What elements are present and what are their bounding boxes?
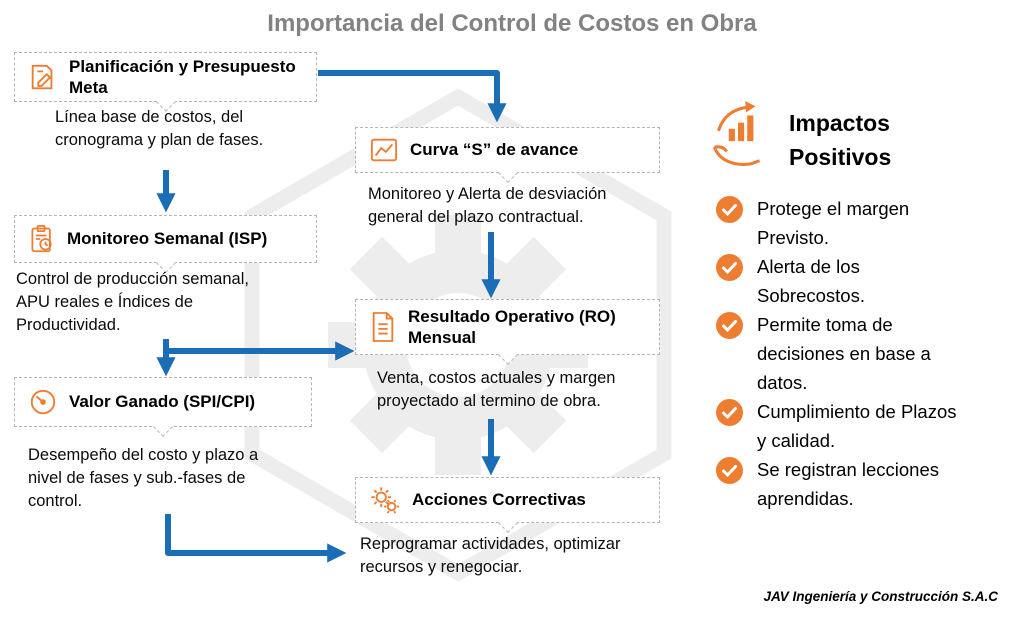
impact-item: Se registran lecciones aprendidas. xyxy=(716,455,1006,513)
flow-box-title: Monitoreo Semanal (ISP) xyxy=(67,229,268,249)
check-icon xyxy=(716,399,743,431)
flow-box-valor-ganado: Valor Ganado (SPI/CPI) xyxy=(14,377,312,427)
flow-box-title: Planificación y Presupuesto Meta xyxy=(69,56,296,97)
report-document-icon xyxy=(369,311,397,343)
flow-box-title: Acciones Correctivas xyxy=(412,490,586,510)
impact-text: Alerta de los Sobrecostos. xyxy=(757,256,865,306)
impact-item: Permite toma de decisiones en base a dat… xyxy=(716,310,1006,397)
impact-text: Protege el margen Previsto. xyxy=(757,198,910,248)
flow-box-desc: Línea base de costos, del cronograma y p… xyxy=(55,108,264,150)
arrow-valor-to-acciones xyxy=(165,514,347,563)
check-icon xyxy=(716,312,743,344)
impact-item: Protege el margen Previsto. xyxy=(716,194,1006,252)
gears-icon xyxy=(369,485,401,515)
line-chart-icon xyxy=(369,136,399,164)
flow-box-desc: Control de producción semanal, APU reale… xyxy=(16,270,249,335)
footer-credit: JAV Ingeniería y Construcción S.A.C xyxy=(763,589,998,604)
flow-box-desc: Desempeño del costo y plazo a nivel de f… xyxy=(28,446,259,511)
flow-box-acciones-correctivas: Acciones Correctivas xyxy=(355,477,660,523)
hand-growth-chart-icon xyxy=(706,98,770,179)
impact-text: Cumplimiento de Plazos y calidad. xyxy=(757,401,957,451)
flow-box-title: Valor Ganado (SPI/CPI) xyxy=(69,392,256,412)
impacts-list: Protege el margen Previsto. Alerta de lo… xyxy=(716,194,1006,513)
clipboard-clock-icon xyxy=(28,223,56,255)
gauge-icon xyxy=(28,387,58,417)
flow-box-monitoreo: Monitoreo Semanal (ISP) xyxy=(14,215,317,263)
flow-box-desc: Monitoreo y Alerta de desviación general… xyxy=(368,185,607,227)
flow-box-title: Resultado Operativo (RO) Mensual xyxy=(408,306,616,347)
flow-box-desc: Venta, costos actuales y margen proyecta… xyxy=(377,369,616,411)
flow-box-curva-s: Curva “S” de avance xyxy=(355,127,660,173)
impact-item: Cumplimiento de Plazos y calidad. xyxy=(716,397,1006,455)
flow-box-planificacion: Planificación y Presupuesto Meta xyxy=(14,52,317,102)
page-title: Importancia del Control de Costos en Obr… xyxy=(267,10,757,37)
blueprint-pencil-icon xyxy=(28,62,58,92)
impact-text: Permite toma de decisiones en base a dat… xyxy=(757,314,931,393)
impacts-title: Impactos Positivos xyxy=(789,110,892,170)
flow-box-resultado-operativo: Resultado Operativo (RO) Mensual xyxy=(355,299,660,355)
impact-text: Se registran lecciones aprendidas. xyxy=(757,459,940,509)
check-icon xyxy=(716,196,743,228)
check-icon xyxy=(716,457,743,489)
impact-item: Alerta de los Sobrecostos. xyxy=(716,252,1006,310)
arrow-plan-to-curva xyxy=(318,70,507,123)
flow-box-desc: Reprogramar actividades, optimizar recur… xyxy=(360,535,621,577)
check-icon xyxy=(716,254,743,286)
flow-box-title: Curva “S” de avance xyxy=(410,140,579,160)
